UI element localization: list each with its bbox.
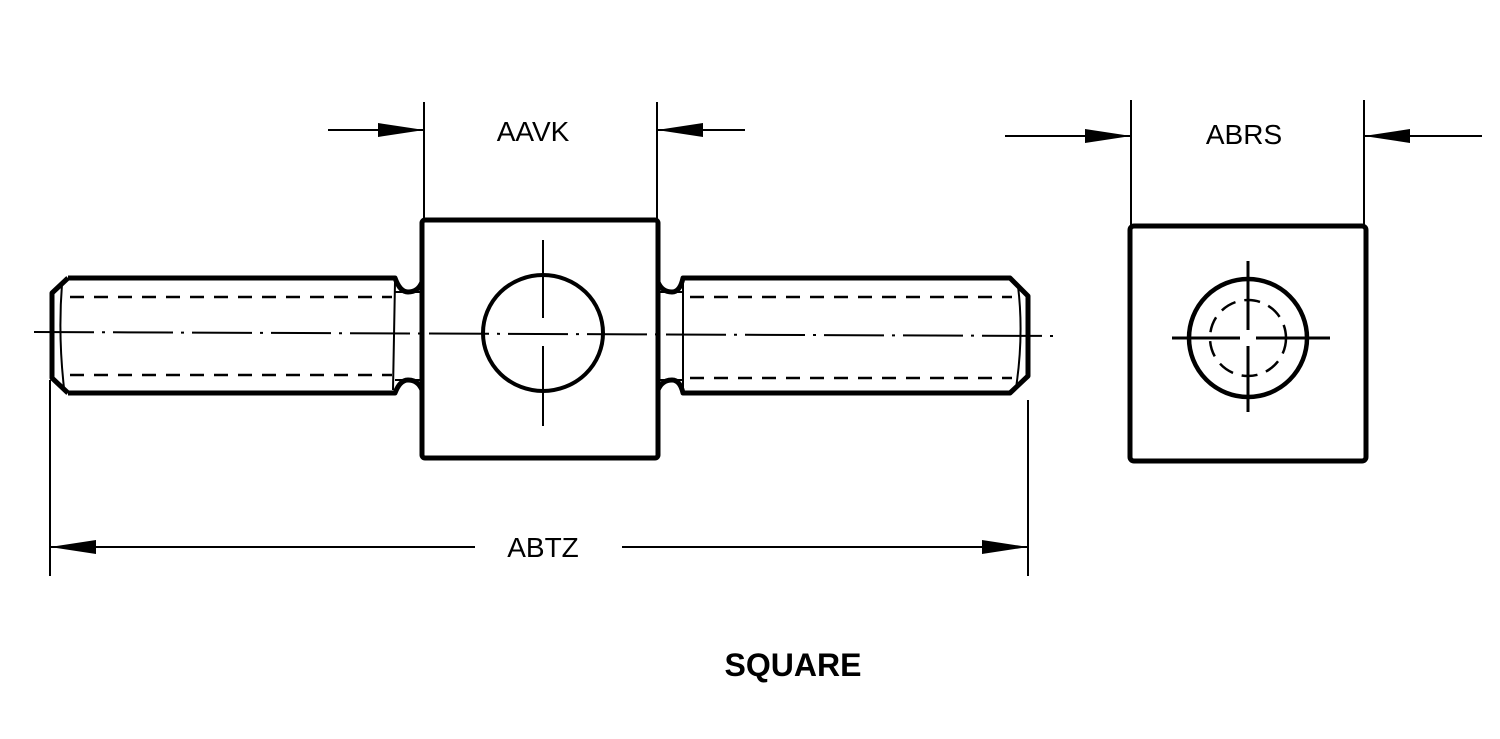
dimension-aavk: AAVK: [328, 102, 745, 220]
centerline: [33, 331, 1059, 337]
dimension-abtz: ABTZ: [49, 380, 1029, 576]
dimension-label-abtz: ABTZ: [507, 532, 579, 563]
square-block-end-view: [1127, 223, 1369, 464]
dimension-label-aavk: AAVK: [497, 116, 570, 147]
dimension-abrs: ABRS: [1005, 100, 1482, 226]
square-block-side: [419, 217, 661, 461]
left-threaded-stud: [49, 275, 425, 396]
dimension-label-abrs: ABRS: [1206, 119, 1282, 150]
drawing-caption: SQUARE: [725, 647, 862, 683]
